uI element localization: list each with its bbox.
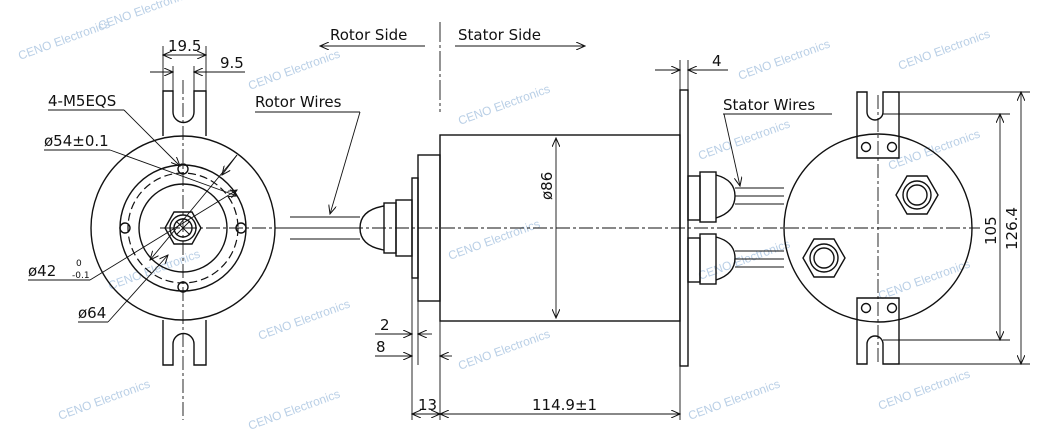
watermark-text: CENO Electronics [876, 257, 972, 303]
watermark-text: CENO Electronics [246, 387, 342, 433]
watermark-text: CENO Electronics [736, 37, 832, 83]
watermark-text: CENO Electronics [886, 127, 982, 173]
rotor-end-view: 19.5 9.5 4-M5EQS ø54±0.1 ø42 0 -0.1 ø64 [28, 37, 300, 420]
watermark-text: CENO Electronics [456, 82, 552, 128]
header-stator-side: Stator Side [458, 26, 541, 44]
dim-tab-width: 19.5 [168, 37, 201, 55]
dim-pilot-tol-lower: -0.1 [72, 271, 90, 281]
dim-overall-height: 126.4 [1003, 207, 1021, 250]
header-rotor-side: Rotor Side [330, 26, 407, 44]
label-holes: 4-M5EQS [48, 92, 116, 110]
watermark-text: CENO Electronics [696, 237, 792, 283]
dim-flange-thk: 4 [712, 52, 722, 70]
watermark-text: CENO Electronics [896, 27, 992, 73]
watermark-text: CENO Electronics [686, 377, 782, 423]
dim-slot-width: 9.5 [220, 54, 244, 72]
stator-end-view: 105 126.4 [783, 92, 1030, 365]
bolt-holes [119, 163, 247, 293]
dim-pilot-dia: ø42 [28, 262, 56, 280]
dim-mount-spacing: 105 [982, 216, 1000, 245]
dim-outer-dia: ø64 [78, 304, 106, 322]
watermark-text: CENO Electronics [246, 47, 342, 93]
watermark-text: CENO Electronics [696, 117, 792, 163]
watermark-text: CENO Electronics [56, 377, 152, 423]
watermark-text: CENO Electronics [256, 297, 352, 343]
rotor-wires [290, 216, 360, 240]
label-rotor-wires: Rotor Wires [255, 93, 342, 111]
watermark-text: CENO Electronics [96, 0, 192, 33]
side-view: Rotor Side Stator Side Rotor Wires Stato… [255, 22, 832, 420]
dim-length: 114.9±1 [532, 396, 597, 414]
stator-glands [687, 171, 784, 285]
label-stator-wires: Stator Wires [723, 96, 815, 114]
dim-pilot-tol-upper: 0 [76, 259, 82, 269]
dim-bolt-circle: ø54±0.1 [44, 132, 109, 150]
dim-13: 13 [418, 396, 437, 414]
dim-2: 2 [380, 316, 390, 334]
dim-8: 8 [376, 338, 386, 356]
dim-body-dia: ø86 [538, 172, 556, 200]
watermark-text: CENO Electronics [456, 327, 552, 373]
watermark-text: CENO Electronics [446, 217, 542, 263]
watermark-text: CENO Electronics [876, 367, 972, 413]
